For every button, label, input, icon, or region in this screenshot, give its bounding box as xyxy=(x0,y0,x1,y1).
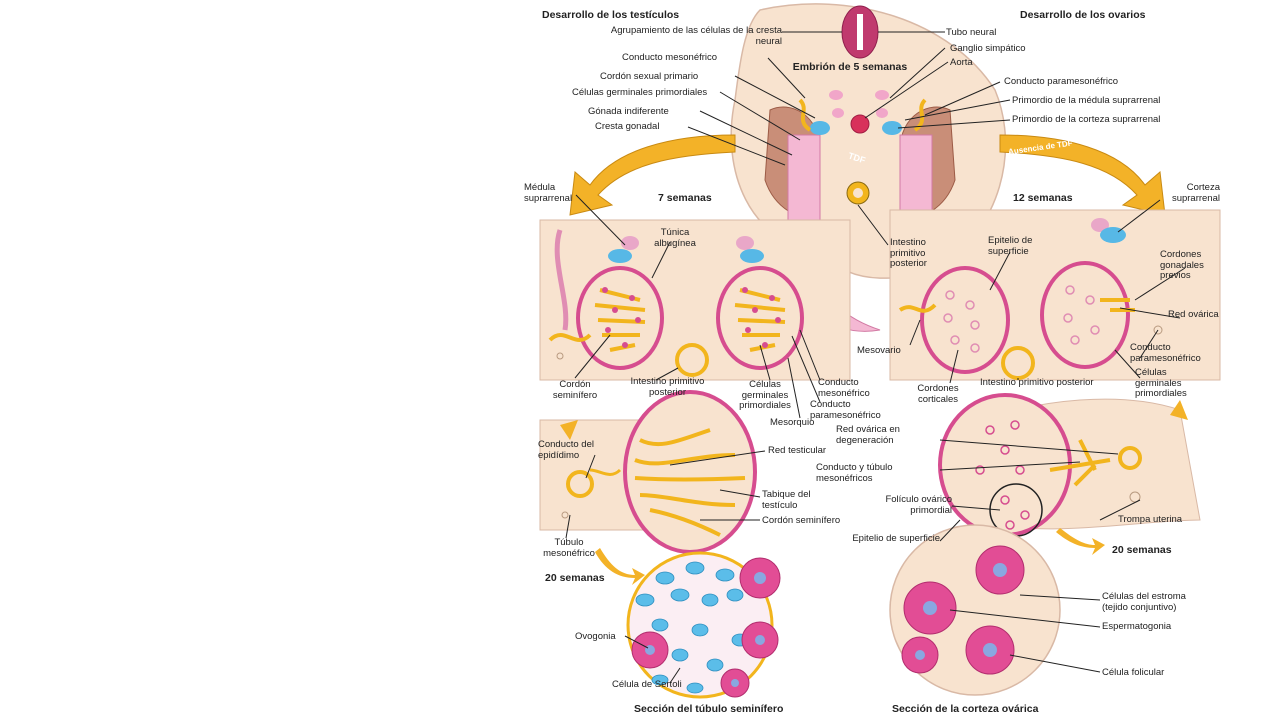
ovary-12wk-left xyxy=(920,266,1010,374)
label-seminiferous-cord-left: Cordón seminífero xyxy=(552,379,598,401)
label-adrenal-cortex-primordium: Primordio de la corteza suprarrenal xyxy=(1012,114,1161,125)
label-mesonephric-duct-tubule: Conducto y túbulo mesonéfricos xyxy=(816,462,893,484)
embryo-title: Embrión de 5 semanas xyxy=(792,61,908,73)
testis-7wk-right xyxy=(716,266,804,370)
label-follicular-cell: Célula folicular xyxy=(1102,667,1165,678)
label-germ-cells-right: Células germinales primordiales xyxy=(1135,367,1187,399)
stage-20-weeks-left: 20 semanas xyxy=(545,572,605,584)
caption-ovarian-cortex-section: Sección de la corteza ovárica xyxy=(892,703,1039,715)
label-aorta: Aorta xyxy=(950,57,973,68)
label-adrenal-cortex: Corteza suprarrenal xyxy=(1171,182,1220,204)
label-hindgut-left: Intestino primitivo posterior xyxy=(630,376,705,398)
label-surface-epithelium-bottom: Epitelio de superficie xyxy=(852,533,940,544)
testis-20wk xyxy=(623,390,757,554)
gonad-development-diagram: Desarrollo de los testículos Desarrollo … xyxy=(520,0,1240,720)
label-seminiferous-cord-bottom: Cordón seminífero xyxy=(762,515,841,526)
label-indifferent-gonad: Gónada indiferente xyxy=(588,106,669,117)
label-rete-testis: Red testicular xyxy=(768,445,827,456)
label-mesovarium: Mesovario xyxy=(857,345,901,356)
label-rete-ovarii: Red ovárica xyxy=(1168,309,1219,320)
stage-20-weeks-right: 20 semanas xyxy=(1112,544,1172,556)
label-mesonephric-duct-mid: Conducto mesonéfrico xyxy=(818,377,870,399)
label-mesorchium: Mesorquio xyxy=(770,417,815,428)
diagram-artwork xyxy=(539,3,1221,699)
label-primary-sex-cord: Cordón sexual primario xyxy=(600,71,699,82)
testes-header: Desarrollo de los testículos xyxy=(542,9,680,21)
label-uterine-tube: Trompa uterina xyxy=(1118,514,1183,525)
label-stroma-cells: Células del estroma (tejido conjuntivo) xyxy=(1102,591,1186,613)
label-sympathetic-ganglion: Ganglio simpático xyxy=(950,43,1026,54)
label-adrenal-medulla: Médula suprarrenal xyxy=(524,182,573,204)
label-paramesonephric-right: Conducto paramesonéfrico xyxy=(1130,342,1201,364)
label-mesonephric-tubule: Túbulo mesonéfrico xyxy=(543,537,595,559)
label-tunica-albuginea: Túnica albugínea xyxy=(654,227,696,249)
label-hindgut-right: Intestino primitivo posterior xyxy=(980,377,1094,388)
aorta xyxy=(850,114,870,134)
label-neural-tube: Tubo neural xyxy=(946,27,997,38)
label-cortical-cords: Cordones corticales xyxy=(917,383,959,405)
stage-7-weeks: 7 semanas xyxy=(658,192,712,204)
label-paramesonephric-mid: Conducto paramesonéfrico xyxy=(810,399,881,421)
label-degenerating-rete: Red ovárica en degeneración xyxy=(836,424,900,446)
ovary-12wk-right xyxy=(1040,261,1130,369)
label-epididymis-duct: Conducto del epidídimo xyxy=(538,439,594,461)
label-spermatogonia: Espermatogonia xyxy=(1102,621,1172,632)
testis-7wk-left xyxy=(576,266,664,370)
label-primordial-germ-cells: Células germinales primordiales xyxy=(572,87,708,98)
label-gonadal-ridge: Cresta gonadal xyxy=(595,121,660,132)
label-primordial-follicle: Folículo ovárico primordial xyxy=(885,494,952,516)
label-neural-crest: Agrupamiento de las células de la cresta… xyxy=(610,25,782,47)
label-oogonia: Ovogonia xyxy=(575,631,616,642)
label-paramesonephric-top: Conducto paramesonéfrico xyxy=(1004,76,1119,87)
label-surface-epithelium-top: Epitelio de superficie xyxy=(988,235,1033,257)
stage-12-weeks: 12 semanas xyxy=(1013,192,1073,204)
label-previous-cords: Cordones gonadales previos xyxy=(1160,249,1204,281)
label-germ-cells-left: Células germinales primordiales xyxy=(739,379,791,411)
label-mesonephric-duct-top: Conducto mesonéfrico xyxy=(622,52,718,63)
ovary-20wk xyxy=(938,393,1072,537)
caption-seminiferous-section: Sección del túbulo seminífero xyxy=(634,703,784,715)
label-testis-septum: Tabique del testículo xyxy=(762,489,811,511)
ovaries-header: Desarrollo de los ovarios xyxy=(1020,9,1146,21)
label-hindgut-center: Intestino primitivo posterior xyxy=(890,237,927,269)
label-sertoli-cell: Célula de Sertoli xyxy=(612,679,682,690)
label-adrenal-medulla-primordium: Primordio de la médula suprarrenal xyxy=(1012,95,1161,106)
